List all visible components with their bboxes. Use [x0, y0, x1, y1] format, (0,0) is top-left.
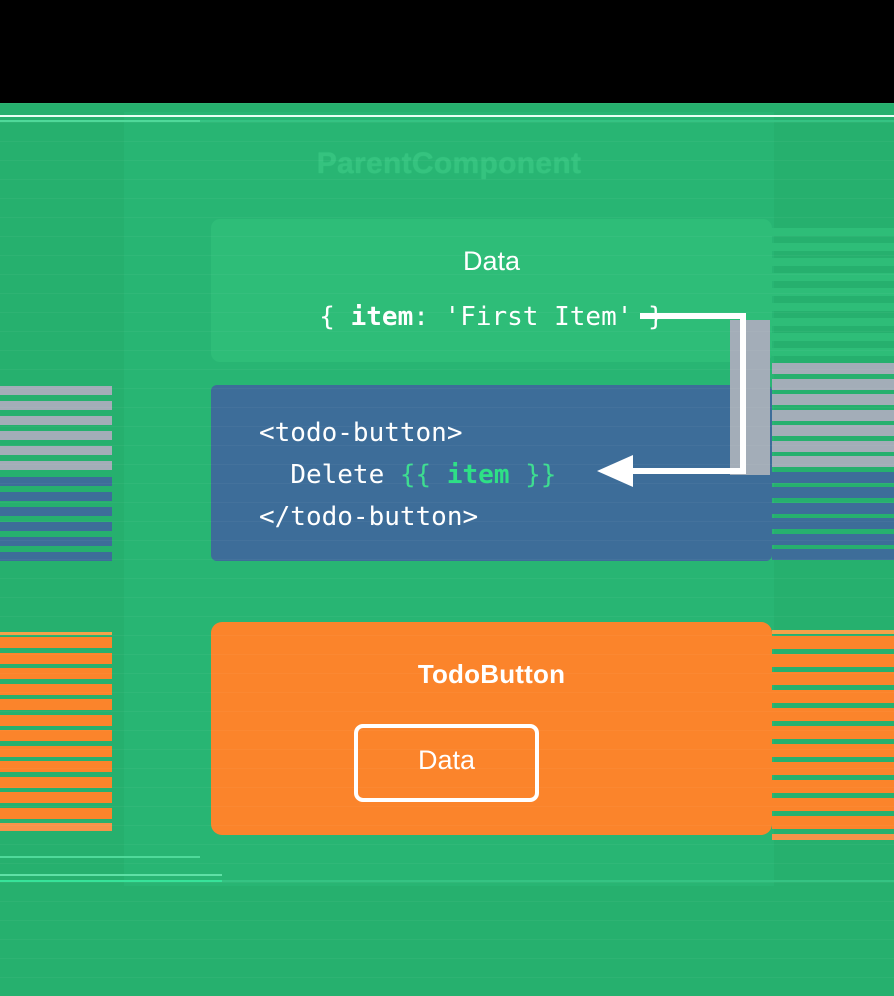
- todo-button-props-label: Data: [417, 745, 476, 775]
- connector-vertical-segment: [740, 313, 746, 473]
- data-card: Data { item: 'First Item' }: [211, 219, 772, 362]
- arrow-head-icon: [597, 455, 633, 487]
- code-suffix: : 'First Item' }: [413, 302, 664, 332]
- code-key: item: [350, 302, 414, 332]
- connector-top-segment: [640, 313, 746, 319]
- template-line-close: </todo-button>: [259, 502, 479, 532]
- template-line-text: Delete: [290, 460, 400, 490]
- code-prefix: {: [319, 302, 351, 332]
- todo-button-card: TodoButton Data: [211, 622, 772, 835]
- template-card: <todo-button> Delete {{ item }} </todo-b…: [211, 385, 772, 561]
- data-card-code: { item: 'First Item' }: [211, 302, 772, 332]
- page-title: ParentComponent: [316, 147, 582, 180]
- connector-bottom-segment: [630, 468, 746, 474]
- todo-button-heading: TodoButton: [417, 659, 566, 689]
- data-card-heading: Data: [462, 246, 521, 276]
- template-line-open: <todo-button>: [259, 418, 463, 448]
- mustache-variable: item: [446, 460, 510, 490]
- template-line-indent: [259, 460, 290, 490]
- mustache-open: {{: [399, 460, 447, 490]
- mustache-close: }}: [509, 460, 557, 490]
- todo-button-props-box: Data: [354, 724, 539, 802]
- template-code: <todo-button> Delete {{ item }} </todo-b…: [259, 412, 556, 538]
